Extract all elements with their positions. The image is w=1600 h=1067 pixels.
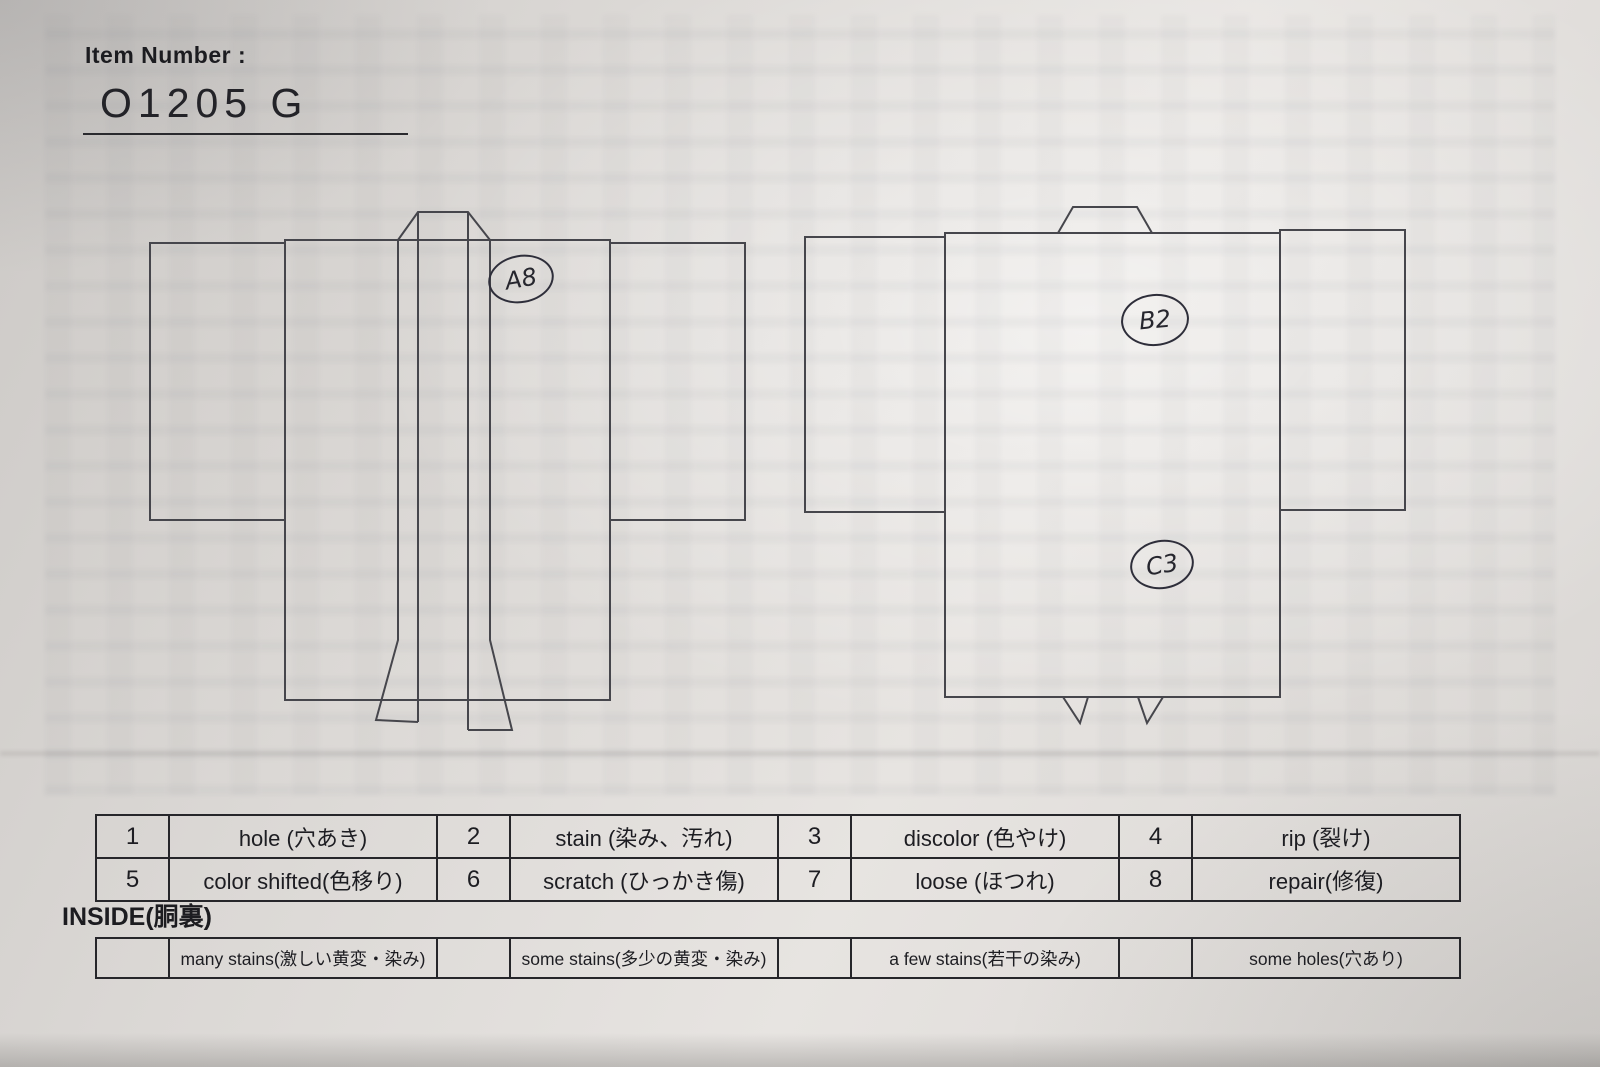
inside-section-title: INSIDE(胴裏) <box>62 903 213 931</box>
inside-option-label: many stains(激しい黄変・染み) <box>168 937 438 979</box>
annotation-code: B2 <box>1137 304 1173 336</box>
front-okumi-right <box>468 240 514 731</box>
defect-label: color shifted(色移り) <box>168 857 438 902</box>
item-number-label: Item Number : <box>85 42 247 68</box>
item-number-underline <box>83 133 408 135</box>
front-left-sleeve <box>149 242 286 521</box>
defect-label: loose (ほつれ) <box>850 857 1120 902</box>
defect-label: scratch (ひっかき傷) <box>509 857 779 902</box>
defect-label: discolor (色やけ) <box>850 814 1120 859</box>
legend-row-1: 1 hole (穴あき) 2 stain (染み、汚れ) 3 discolor … <box>95 814 1461 859</box>
back-collar <box>1057 206 1153 234</box>
inside-option-label: some holes(穴あり) <box>1191 937 1461 979</box>
paper-crease <box>0 752 1600 755</box>
front-body-panel <box>284 239 611 701</box>
inside-option-label: some stains(多少の黄変・染み) <box>509 937 779 979</box>
inside-option-label: a few stains(若干の染み) <box>850 937 1120 979</box>
item-number-value: O1205 G <box>100 80 309 126</box>
defect-code: 4 <box>1118 814 1193 859</box>
annotation-code: C3 <box>1143 548 1181 581</box>
annotation-code: A8 <box>502 262 540 296</box>
back-right-sleeve <box>1279 229 1406 511</box>
inside-checkbox-cell <box>777 937 852 979</box>
defect-code: 5 <box>95 857 170 902</box>
defect-legend-table: 1 hole (穴あき) 2 stain (染み、汚れ) 3 discolor … <box>95 814 1461 902</box>
defect-code: 7 <box>777 857 852 902</box>
back-body-panel <box>944 232 1281 698</box>
defect-label: rip (裂け) <box>1191 814 1461 859</box>
defect-code: 3 <box>777 814 852 859</box>
back-hem-slit-right <box>1137 696 1164 726</box>
defect-label: hole (穴あき) <box>168 814 438 859</box>
defect-code: 8 <box>1118 857 1193 902</box>
defect-label: stain (染み、汚れ) <box>509 814 779 859</box>
legend-row-2: 5 color shifted(色移り) 6 scratch (ひっかき傷) 7… <box>95 857 1461 902</box>
inside-checkbox-cell <box>436 937 511 979</box>
inside-row: many stains(激しい黄変・染み) some stains(多少の黄変・… <box>95 937 1461 979</box>
front-collar-peak <box>397 211 491 241</box>
defect-label: repair(修復) <box>1191 857 1461 902</box>
back-left-sleeve <box>804 236 946 513</box>
back-hem-slit-left <box>1062 696 1089 726</box>
inside-checkbox-cell <box>95 937 170 979</box>
front-right-sleeve <box>609 242 746 521</box>
defect-code: 1 <box>95 814 170 859</box>
defect-code: 6 <box>436 857 511 902</box>
front-okumi-left <box>374 240 419 723</box>
defect-code: 2 <box>436 814 511 859</box>
inside-condition-table: many stains(激しい黄変・染み) some stains(多少の黄変・… <box>95 937 1461 979</box>
inside-checkbox-cell <box>1118 937 1193 979</box>
kimono-front-diagram <box>149 211 746 731</box>
kimono-back-diagram <box>804 206 1406 726</box>
